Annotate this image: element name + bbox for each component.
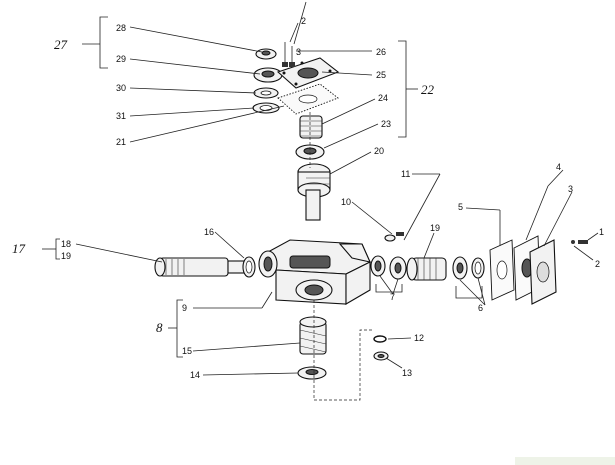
washer-30 xyxy=(253,87,279,99)
label-24: 24 xyxy=(378,93,388,103)
label-27: 27 xyxy=(54,37,68,52)
gear-19 xyxy=(406,257,447,281)
label-1: 1 xyxy=(599,227,604,237)
corner-strip xyxy=(515,457,615,465)
label-3-top: 3 xyxy=(296,47,301,57)
bearing-7a xyxy=(370,255,386,277)
label-20: 20 xyxy=(374,146,384,156)
assembly-line-bottom xyxy=(313,300,372,401)
label-19-gear: 19 xyxy=(430,223,440,233)
label-16: 16 xyxy=(204,227,214,237)
bracket-27 xyxy=(82,16,108,69)
label-29: 29 xyxy=(116,54,126,64)
pinion-shaft-20 xyxy=(297,163,331,221)
label-8: 8 xyxy=(156,320,163,335)
label-21: 21 xyxy=(116,137,126,147)
label-2-top: 2 xyxy=(301,16,306,26)
gasket-5 xyxy=(489,239,515,301)
leader-lines xyxy=(75,1,599,376)
label-30: 30 xyxy=(116,83,126,93)
label-12: 12 xyxy=(414,333,424,343)
washer-13 xyxy=(373,351,389,361)
bracket-22 xyxy=(398,40,418,138)
label-5: 5 xyxy=(458,202,463,212)
circlip-12 xyxy=(373,335,387,343)
cover-3 xyxy=(529,239,557,305)
seal-16 xyxy=(242,256,256,278)
spring-24 xyxy=(299,115,323,139)
label-13: 13 xyxy=(402,368,412,378)
label-18: 18 xyxy=(61,239,71,249)
output-shaft-18-19 xyxy=(154,257,245,277)
label-25: 25 xyxy=(376,70,386,80)
bracket-17 xyxy=(42,238,60,260)
label-4: 4 xyxy=(556,162,561,172)
bearing-29 xyxy=(253,67,283,83)
bushing-15 xyxy=(299,316,327,355)
bearing-7b xyxy=(389,256,407,280)
label-17: 17 xyxy=(12,241,26,256)
label-9: 9 xyxy=(182,303,187,313)
screw-10 xyxy=(384,232,404,242)
label-23: 23 xyxy=(381,119,391,129)
label-26: 26 xyxy=(376,47,386,57)
bracket-6 xyxy=(455,286,483,299)
ring-6b xyxy=(471,257,485,279)
label-10: 10 xyxy=(341,197,351,207)
label-2-right: 2 xyxy=(595,259,600,269)
seal-14 xyxy=(297,366,327,380)
cover-plate-25 xyxy=(276,57,340,89)
bracket-8 xyxy=(168,299,183,358)
gasket-21 xyxy=(277,83,339,115)
label-3-right: 3 xyxy=(568,184,573,194)
label-31: 31 xyxy=(116,111,126,121)
label-15: 15 xyxy=(182,346,192,356)
bearing-6a xyxy=(452,256,468,280)
label-22: 22 xyxy=(421,82,435,97)
label-11: 11 xyxy=(401,169,410,179)
label-7: 7 xyxy=(390,292,395,302)
nut-28 xyxy=(255,48,277,60)
bolt-1 xyxy=(571,240,588,244)
label-14: 14 xyxy=(190,370,200,380)
label-19-shaft: 19 xyxy=(61,251,71,261)
housing-9 xyxy=(258,239,371,305)
bolts-2 xyxy=(282,42,295,67)
label-28: 28 xyxy=(116,23,126,33)
label-6: 6 xyxy=(478,303,483,313)
bracket-7 xyxy=(375,284,403,293)
